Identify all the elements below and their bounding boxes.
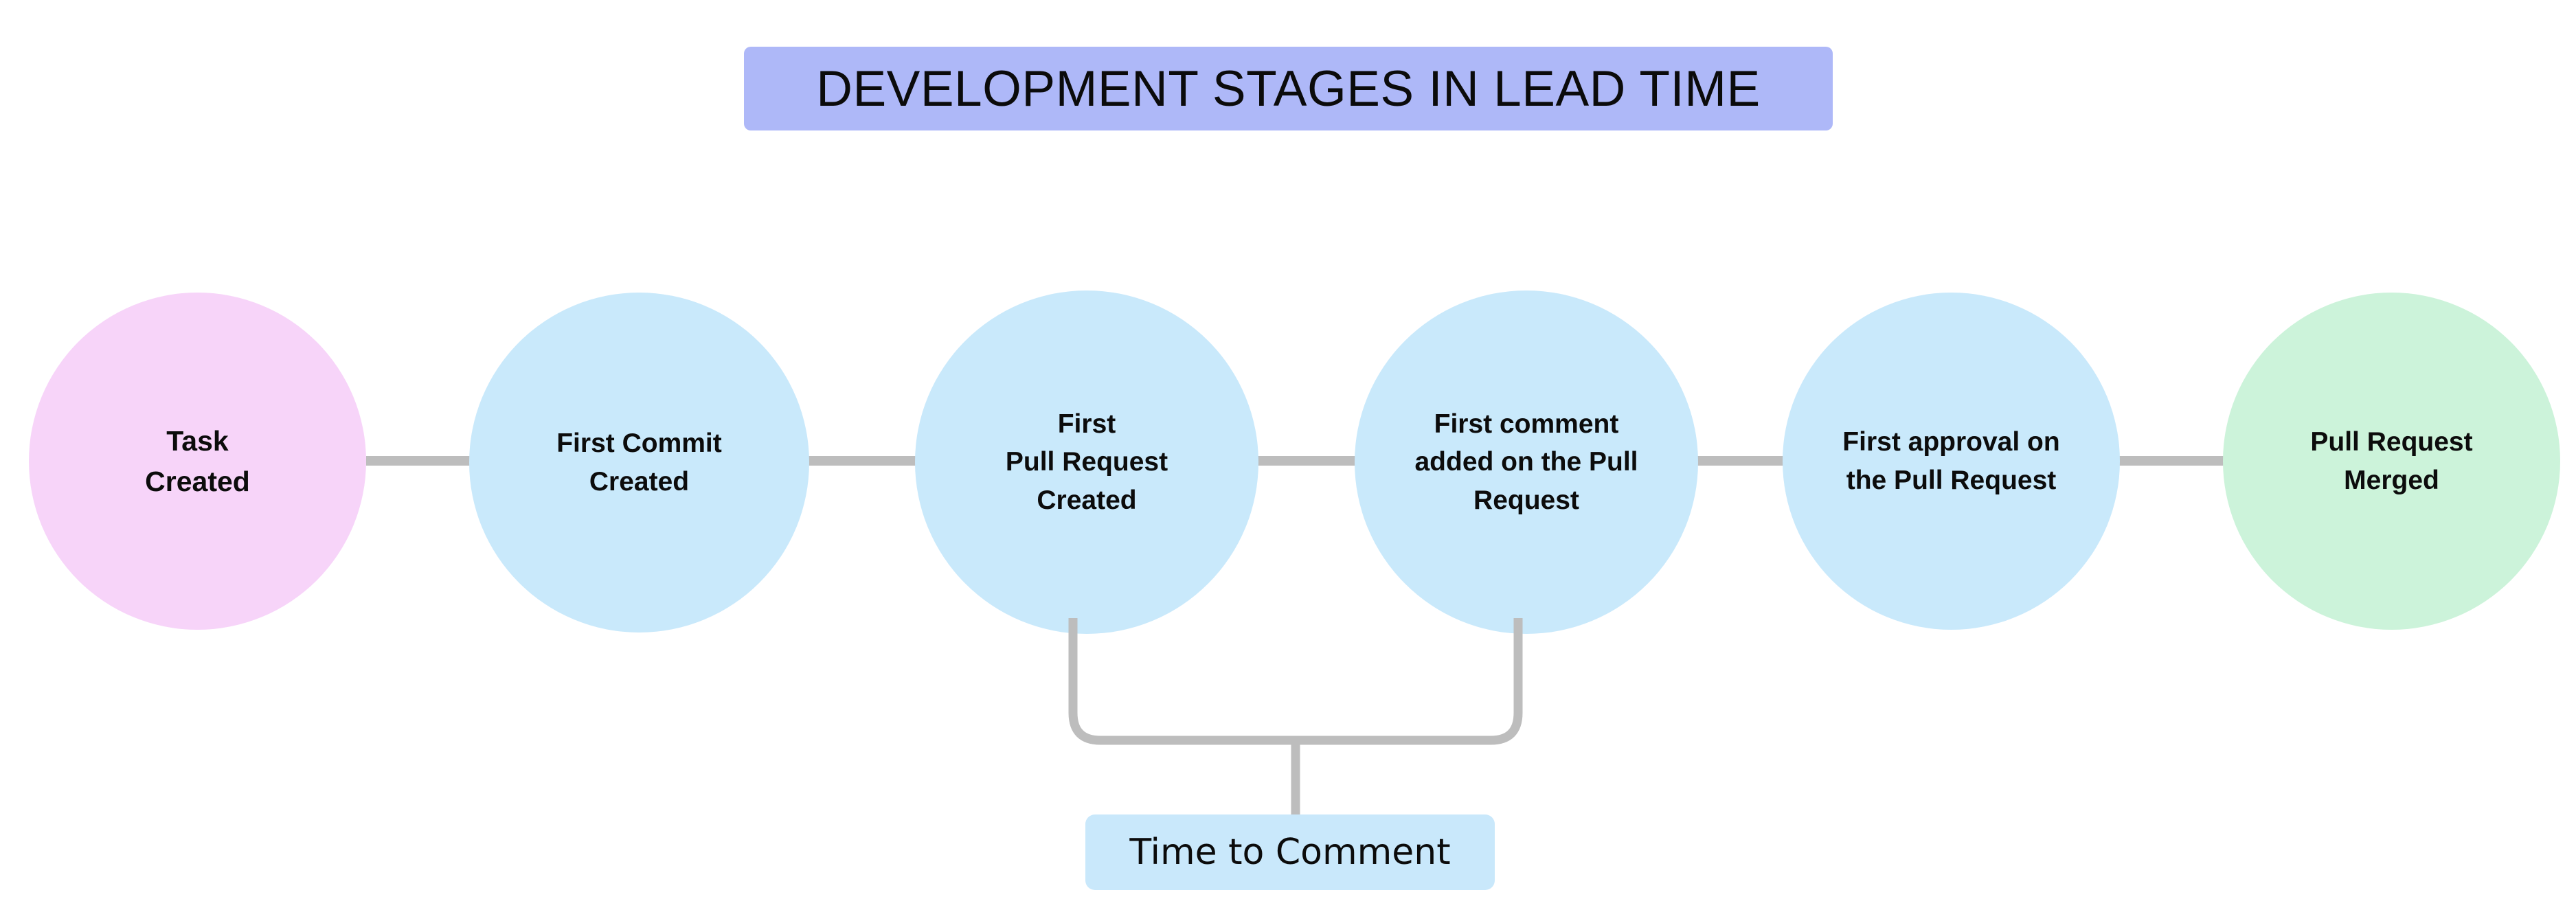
stage-node-task-created[interactable]: Task Created: [29, 293, 366, 630]
diagram-title-banner: DEVELOPMENT STAGES IN LEAD TIME: [744, 47, 1833, 130]
stage-node-label: Pull Request Merged: [2310, 427, 2473, 495]
stage-node-label: Task Created: [145, 425, 250, 497]
stage-node-first-commit-created[interactable]: First Commit Created: [469, 293, 809, 633]
annotation-label-text: Time to Comment: [1129, 832, 1451, 873]
annotation-label-box[interactable]: Time to Comment: [1085, 814, 1495, 890]
stage-node-first-comment-on-pull-request[interactable]: First comment added on the Pull Request: [1355, 290, 1698, 634]
stage-node-label: First approval on the Pull Request: [1842, 427, 2060, 495]
stage-node-pull-request-merged[interactable]: Pull Request Merged: [2223, 293, 2560, 630]
annotation-bracket: [1068, 618, 1523, 817]
connector-approval-to-merged: [2119, 456, 2224, 466]
connector-task-to-commit: [366, 456, 471, 466]
stage-node-label: First Commit Created: [556, 429, 722, 497]
stage-node-label: First Pull Request Created: [1005, 409, 1168, 515]
stage-node-label: First comment added on the Pull Request: [1414, 409, 1638, 515]
page-title: DEVELOPMENT STAGES IN LEAD TIME: [816, 60, 1761, 117]
stage-node-first-pull-request-created[interactable]: First Pull Request Created: [915, 290, 1258, 634]
connector-pr-to-comment: [1257, 456, 1356, 466]
stage-node-first-approval-on-pull-request[interactable]: First approval on the Pull Request: [1783, 293, 2120, 630]
connector-comment-to-approval: [1697, 456, 1784, 466]
connector-commit-to-pr: [808, 456, 916, 466]
